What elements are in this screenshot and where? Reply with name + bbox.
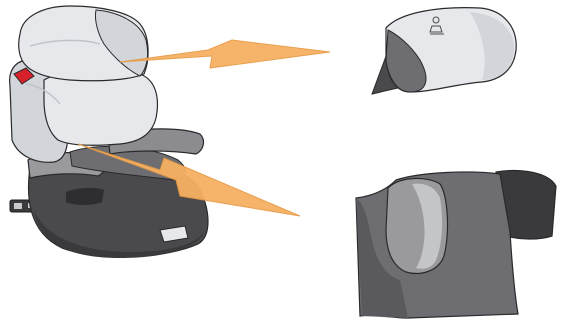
arrow-to-headrest: [120, 40, 330, 68]
child-car-seat: [10, 6, 208, 258]
headrest-cover-part: [372, 8, 516, 94]
base-side-cutout: [66, 188, 104, 205]
base-cover-part: [356, 171, 556, 318]
